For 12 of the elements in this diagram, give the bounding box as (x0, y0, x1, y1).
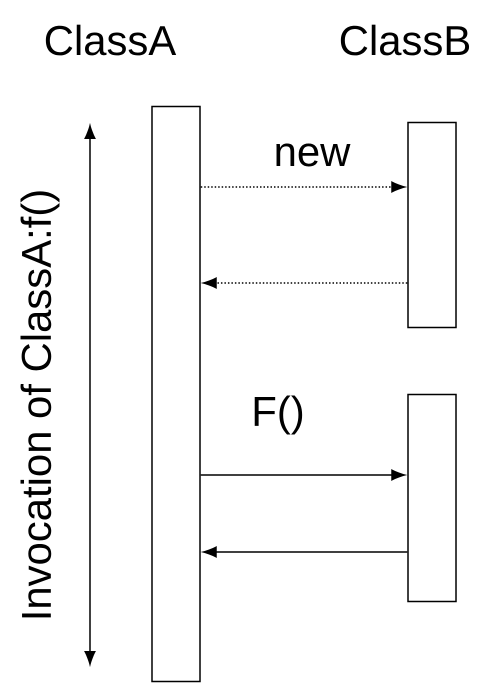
lifeline-title: ClassA (46, 24, 176, 56)
edge-label: new (276, 144, 350, 166)
arrow (203, 278, 408, 288)
dimension-label: Invocation of ClassA:f() (20, 191, 60, 618)
activation-box (151, 106, 201, 682)
arrow (200, 182, 405, 192)
arrow (200, 470, 405, 480)
edge-label: F() (254, 396, 302, 434)
lifeline-title: ClassB (340, 24, 470, 56)
arrow (203, 546, 408, 558)
activation-box (407, 394, 457, 602)
activation-box (407, 122, 457, 328)
